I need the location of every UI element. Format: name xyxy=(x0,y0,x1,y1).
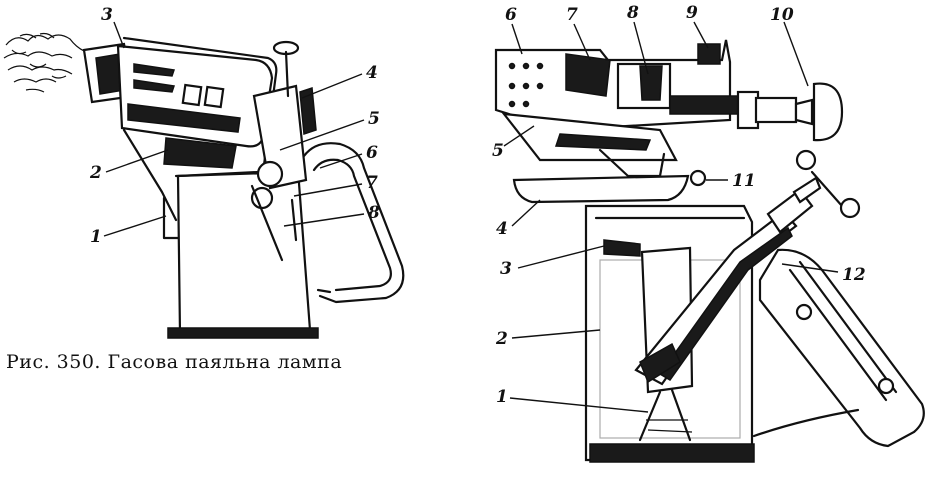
label-left-4: 4 xyxy=(366,63,378,83)
figure-caption: Рис. 350. Гасова паяльна лампа xyxy=(6,351,343,373)
label-right-11: 11 xyxy=(732,171,756,191)
sectional-view-lamp xyxy=(494,39,925,463)
left-leaders xyxy=(103,21,365,237)
left-labels: 3 4 5 6 7 8 2 1 xyxy=(89,5,380,247)
label-left-1: 1 xyxy=(90,227,102,247)
label-right-4: 4 xyxy=(496,219,508,239)
label-right-1: 1 xyxy=(496,387,508,407)
flame xyxy=(3,32,85,93)
label-right-9: 9 xyxy=(686,3,698,23)
external-view-lamp xyxy=(3,32,405,339)
label-right-10: 10 xyxy=(770,5,794,25)
label-left-8: 8 xyxy=(367,203,380,223)
label-left-2: 2 xyxy=(89,163,102,183)
label-left-5: 5 xyxy=(368,109,380,129)
label-right-12: 12 xyxy=(842,265,866,285)
right-labels: 6 7 8 9 10 5 11 4 3 12 2 1 xyxy=(492,3,866,407)
label-right-5: 5 xyxy=(492,141,504,161)
label-right-2: 2 xyxy=(495,329,508,349)
label-right-6: 6 xyxy=(505,5,517,25)
label-left-6: 6 xyxy=(366,143,378,163)
right-leaders xyxy=(503,21,839,413)
label-right-8: 8 xyxy=(626,3,639,23)
label-right-7: 7 xyxy=(566,5,578,25)
label-right-3: 3 xyxy=(500,259,512,279)
label-left-3: 3 xyxy=(101,5,113,25)
label-left-7: 7 xyxy=(366,173,378,193)
